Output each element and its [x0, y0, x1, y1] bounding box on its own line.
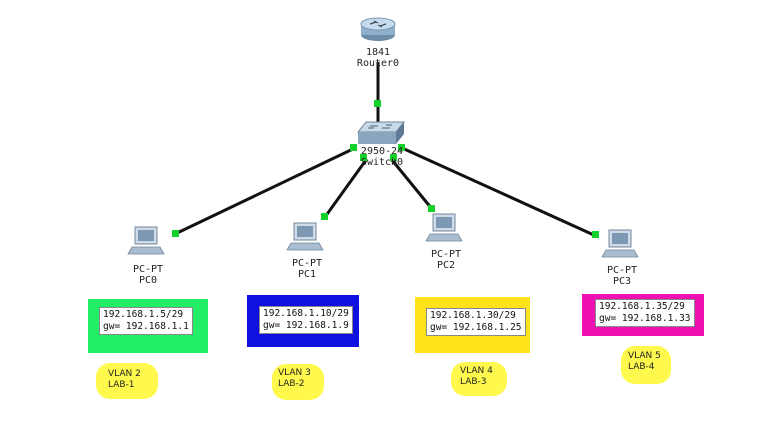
- pc3-name: PC3: [612, 276, 632, 287]
- pc0-name: PC0: [138, 275, 158, 286]
- port-light: [321, 213, 328, 220]
- pc0-ip-box: 192.168.1.5/29 gw= 192.168.1.1: [88, 299, 208, 353]
- vlan-highlight: [272, 364, 324, 400]
- link-switch-pc0: [174, 146, 356, 236]
- pc0-vlan: VLAN 2 LAB-1: [108, 369, 141, 391]
- pc2-vlan: VLAN 4 LAB-3: [460, 366, 493, 388]
- port-light: [592, 231, 599, 238]
- pc2-ip: 192.168.1.30/29: [430, 310, 516, 321]
- pc0-vlan-id: VLAN 2: [108, 369, 141, 379]
- switch-icon[interactable]: [356, 121, 406, 144]
- pc3-lab: LAB-4: [628, 362, 655, 372]
- link-switch-pc3: [401, 146, 597, 238]
- pc1-vlan: VLAN 3 LAB-2: [278, 368, 311, 390]
- pc3-ip: 192.168.1.35/29: [599, 301, 685, 312]
- pc0-type: PC-PT: [132, 264, 164, 275]
- pc2-name: PC2: [436, 260, 456, 271]
- router-model: 1841: [365, 47, 391, 58]
- pc1-lab: LAB-2: [278, 379, 305, 389]
- vlan-highlight: [621, 346, 671, 384]
- port-light: [374, 100, 381, 107]
- pc3-vlan-id: VLAN 5: [628, 351, 661, 361]
- pc-icon[interactable]: [601, 229, 639, 258]
- pc2-type: PC-PT: [430, 249, 462, 260]
- pc2-lab: LAB-3: [460, 377, 487, 387]
- pc0-gateway: gw= 192.168.1.1: [103, 321, 189, 332]
- pc3-ip-box: 192.168.1.35/29 gw= 192.168.1.33: [582, 294, 704, 336]
- pc3-vlan: VLAN 5 LAB-4: [628, 351, 661, 373]
- pc2-label: PC-PT PC2: [416, 249, 476, 271]
- pc0-ip-config: 192.168.1.5/29 gw= 192.168.1.1: [99, 307, 193, 335]
- router-label: 1841 Router0: [348, 47, 408, 69]
- port-light: [172, 230, 179, 237]
- pc1-vlan-id: VLAN 3: [278, 368, 311, 378]
- pc0-ip: 192.168.1.5/29: [103, 309, 184, 320]
- port-light: [350, 144, 357, 151]
- pc3-ip-config: 192.168.1.35/29 gw= 192.168.1.33: [595, 299, 695, 327]
- switch-model: 2950-24: [360, 146, 404, 157]
- pc0-label: PC-PT PC0: [118, 264, 178, 286]
- router-name: Router0: [356, 58, 400, 69]
- pc1-name: PC1: [297, 269, 317, 280]
- port-light: [390, 154, 397, 161]
- vlan-highlight: [451, 362, 507, 396]
- port-light: [360, 154, 367, 161]
- pc3-label: PC-PT PC3: [592, 265, 652, 287]
- pc3-type: PC-PT: [606, 265, 638, 276]
- port-light: [398, 144, 405, 151]
- port-light: [428, 205, 435, 212]
- switch-name: Switch0: [360, 157, 404, 168]
- switch-label: 2950-24 Switch0: [352, 146, 412, 168]
- pc-icon[interactable]: [127, 226, 165, 255]
- pc3-gateway: gw= 192.168.1.33: [599, 313, 691, 324]
- pc2-ip-config: 192.168.1.30/29 gw= 192.168.1.25: [426, 308, 526, 336]
- pc2-vlan-id: VLAN 4: [460, 366, 493, 376]
- pc1-ip-box: 192.168.1.10/29 gw= 192.168.1.9: [247, 295, 359, 347]
- pc-icon[interactable]: [286, 222, 324, 251]
- pc2-gateway: gw= 192.168.1.25: [430, 322, 522, 333]
- pc1-type: PC-PT: [291, 258, 323, 269]
- router-icon[interactable]: [360, 17, 396, 41]
- vlan-highlight: [96, 363, 158, 399]
- pc2-ip-box: 192.168.1.30/29 gw= 192.168.1.25: [415, 297, 530, 353]
- link-switch-pc1: [323, 159, 368, 218]
- port-lights: [172, 100, 599, 238]
- pc1-label: PC-PT PC1: [277, 258, 337, 280]
- pc1-ip-config: 192.168.1.10/29 gw= 192.168.1.9: [259, 306, 353, 334]
- pc0-lab: LAB-1: [108, 380, 135, 390]
- pc1-gateway: gw= 192.168.1.9: [263, 320, 349, 331]
- pc1-ip: 192.168.1.10/29: [263, 308, 349, 319]
- pc-icon[interactable]: [425, 213, 463, 242]
- link-switch-pc2: [390, 159, 434, 210]
- links: [174, 62, 597, 238]
